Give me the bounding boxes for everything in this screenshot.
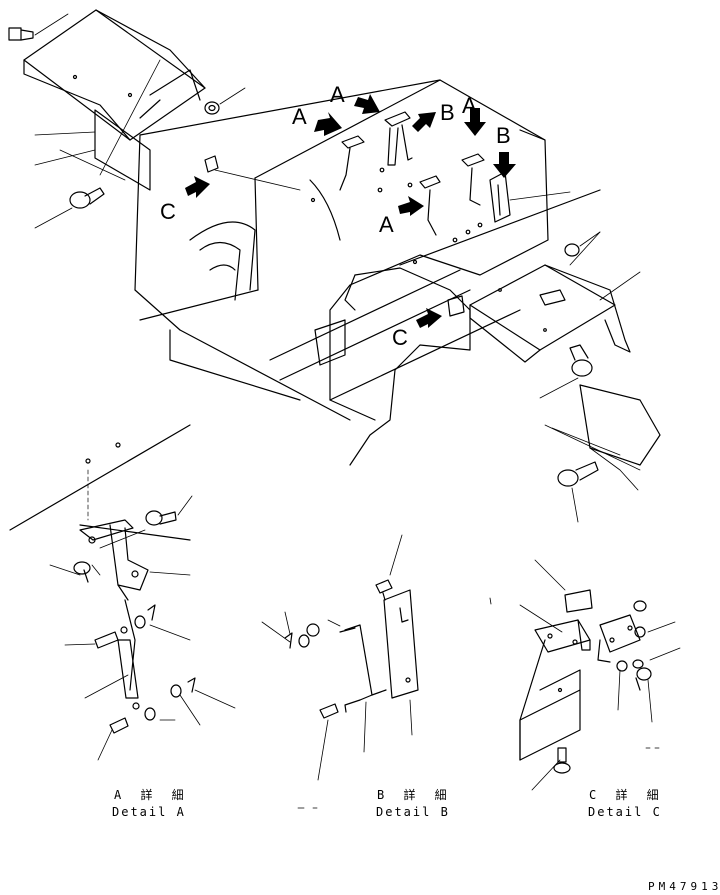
top-left-cover-plate — [23, 9, 206, 141]
dash-marks — [297, 597, 660, 809]
bolt-icon — [8, 13, 69, 41]
detail-b-drawing — [261, 534, 419, 781]
detail-b-caption-en: Detail B — [376, 805, 450, 819]
detail-c-caption-jp: C 詳 細 — [589, 788, 665, 802]
callout-letter-c: C — [160, 199, 176, 224]
callout-letter-a: A — [292, 104, 307, 129]
flange-bolt-icon — [557, 461, 599, 523]
detail-b-caption-jp: B 詳 細 — [377, 788, 453, 802]
detail-a-caption-en: Detail A — [112, 805, 186, 819]
left-shim-plate — [34, 59, 161, 191]
detail-c-drawing — [519, 559, 681, 791]
callout-letter-a: A — [330, 82, 345, 107]
drawing-code: PM47913 — [648, 880, 720, 893]
right-shim-plate — [544, 384, 661, 491]
callout-letter-b: B — [440, 100, 455, 125]
bolt-icon — [145, 495, 193, 526]
latch-parts — [204, 111, 571, 317]
detail-a-drawing — [9, 424, 236, 761]
nut-icon — [564, 231, 601, 257]
detail-c-caption-en: Detail C — [588, 805, 662, 819]
callout-letter-c: C — [392, 325, 408, 350]
flange-bolt-icon — [34, 187, 105, 229]
callout-letter-b: B — [496, 123, 511, 148]
callout-arrows — [185, 94, 516, 328]
flange-bolt-icon — [539, 344, 593, 399]
detail-a-caption-jp: A 詳 細 — [114, 788, 190, 802]
bolt-icon — [73, 561, 91, 583]
callout-letter-a: A — [462, 93, 477, 118]
right-cover-plate — [469, 231, 641, 363]
callout-letter-a: A — [379, 212, 394, 237]
bolt-icon — [553, 747, 571, 774]
main-frame-body — [134, 79, 601, 466]
nut-icon — [204, 87, 246, 115]
